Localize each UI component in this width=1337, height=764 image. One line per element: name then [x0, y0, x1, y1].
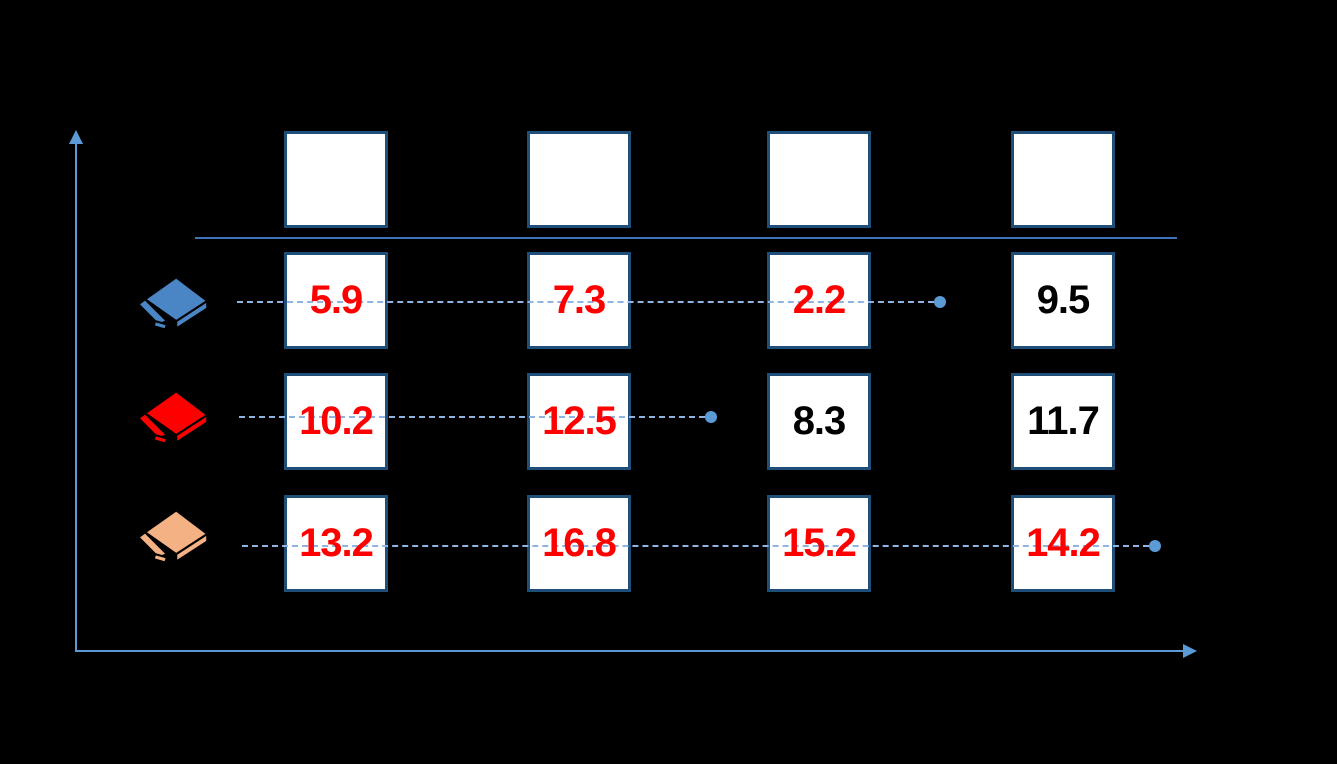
book-icon — [130, 502, 214, 565]
cell-value: 8.3 — [792, 399, 847, 443]
connector-dot-row-1 — [934, 296, 946, 308]
value-box: 13.2 — [284, 495, 388, 592]
cell-value: 12.5 — [542, 399, 617, 443]
y-axis-arrow-icon — [69, 130, 83, 144]
cell-value: 7.3 — [552, 278, 607, 322]
header-box — [1011, 131, 1115, 228]
value-box: 16.8 — [527, 495, 631, 592]
connector-dot-row-2 — [705, 411, 717, 423]
header-box — [527, 131, 631, 228]
cell-value: 14.2 — [1026, 521, 1101, 565]
dashed-connector-row-1 — [237, 301, 934, 303]
book-icon — [130, 383, 214, 446]
separator-line — [195, 237, 1177, 239]
cell-value: 5.9 — [309, 278, 364, 322]
value-box: 8.3 — [767, 373, 871, 470]
value-box: 7.3 — [527, 252, 631, 349]
value-box: 14.2 — [1011, 495, 1115, 592]
cell-value: 10.2 — [299, 399, 374, 443]
dashed-connector-row-3 — [242, 545, 1149, 547]
connector-dot-row-3 — [1149, 540, 1161, 552]
cell-value: 11.7 — [1027, 399, 1100, 443]
y-axis — [75, 141, 77, 652]
value-box: 2.2 — [767, 252, 871, 349]
value-box: 5.9 — [284, 252, 388, 349]
cell-value: 13.2 — [299, 521, 374, 565]
value-box: 15.2 — [767, 495, 871, 592]
value-box: 11.7 — [1011, 373, 1115, 470]
header-box — [767, 131, 871, 228]
value-box: 10.2 — [284, 373, 388, 470]
cell-value: 15.2 — [782, 521, 857, 565]
x-axis — [76, 650, 1184, 652]
book-icon — [130, 269, 214, 332]
cell-value: 16.8 — [542, 521, 617, 565]
cell-value: 9.5 — [1036, 278, 1091, 322]
value-box: 9.5 — [1011, 252, 1115, 349]
cell-value: 2.2 — [792, 278, 847, 322]
x-axis-arrow-icon — [1183, 644, 1197, 658]
header-box — [284, 131, 388, 228]
value-box: 12.5 — [527, 373, 631, 470]
dashed-connector-row-2 — [239, 416, 705, 418]
